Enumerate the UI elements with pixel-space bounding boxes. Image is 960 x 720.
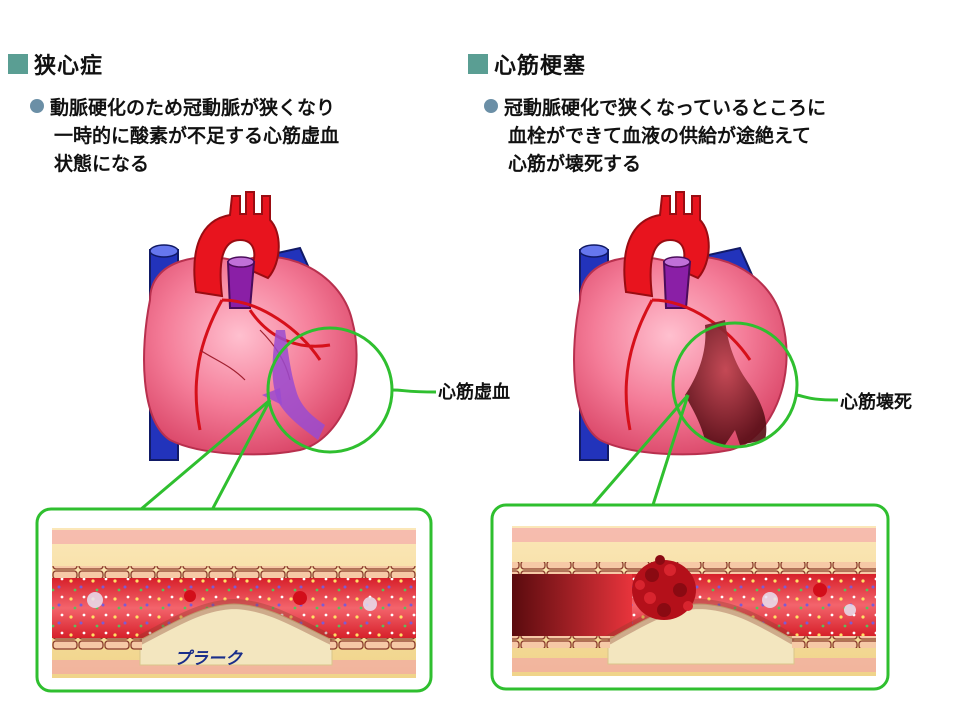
angina-title: 狭心症 <box>34 54 104 79</box>
angina-vessel-zoom <box>35 507 433 693</box>
square-icon <box>468 54 488 74</box>
infarction-description: 冠動脈硬化で狭くなっているところに 血栓ができて血液の供給が途絶えて 心筋が壊死… <box>484 94 924 178</box>
bullet-icon <box>30 99 44 113</box>
square-icon <box>8 54 28 74</box>
angina-title-row: 狭心症 <box>8 48 103 80</box>
bullet-icon <box>484 99 498 113</box>
desc-line: 血栓ができて血液の供給が途絶えて <box>508 125 812 147</box>
desc-line: 一時的に酸素が不足する心筋虚血 <box>54 125 340 147</box>
infarction-panel: 心筋梗塞 冠動脈硬化で狭くなっているところに 血栓ができて血液の供給が途絶えて … <box>468 0 960 720</box>
desc-line: 動脈硬化のため冠動脈が狭くなり <box>30 94 450 122</box>
infarction-title: 心筋梗塞 <box>494 54 587 79</box>
infarction-vessel-zoom <box>490 503 890 691</box>
thrombus-icon <box>632 555 696 620</box>
angina-description: 動脈硬化のため冠動脈が狭くなり 一時的に酸素が不足する心筋虚血 状態になる <box>30 94 450 178</box>
desc-line: 冠動脈硬化で狭くなっているところに <box>484 94 924 122</box>
angina-heart <box>139 191 437 512</box>
ischemia-label: 心筋虚血 <box>438 382 510 403</box>
angina-panel: 狭心症 動脈硬化のため冠動脈が狭くなり 一時的に酸素が不足する心筋虚血 状態にな… <box>8 48 450 178</box>
infarction-heart <box>573 191 839 509</box>
desc-line: 状態になる <box>54 153 150 175</box>
plaque-label: プラーク <box>174 649 242 669</box>
infarction-title-row: 心筋梗塞 <box>468 48 586 80</box>
desc-line: 心筋が壊死する <box>508 153 642 175</box>
necrosis-label: 心筋壊死 <box>840 392 912 413</box>
